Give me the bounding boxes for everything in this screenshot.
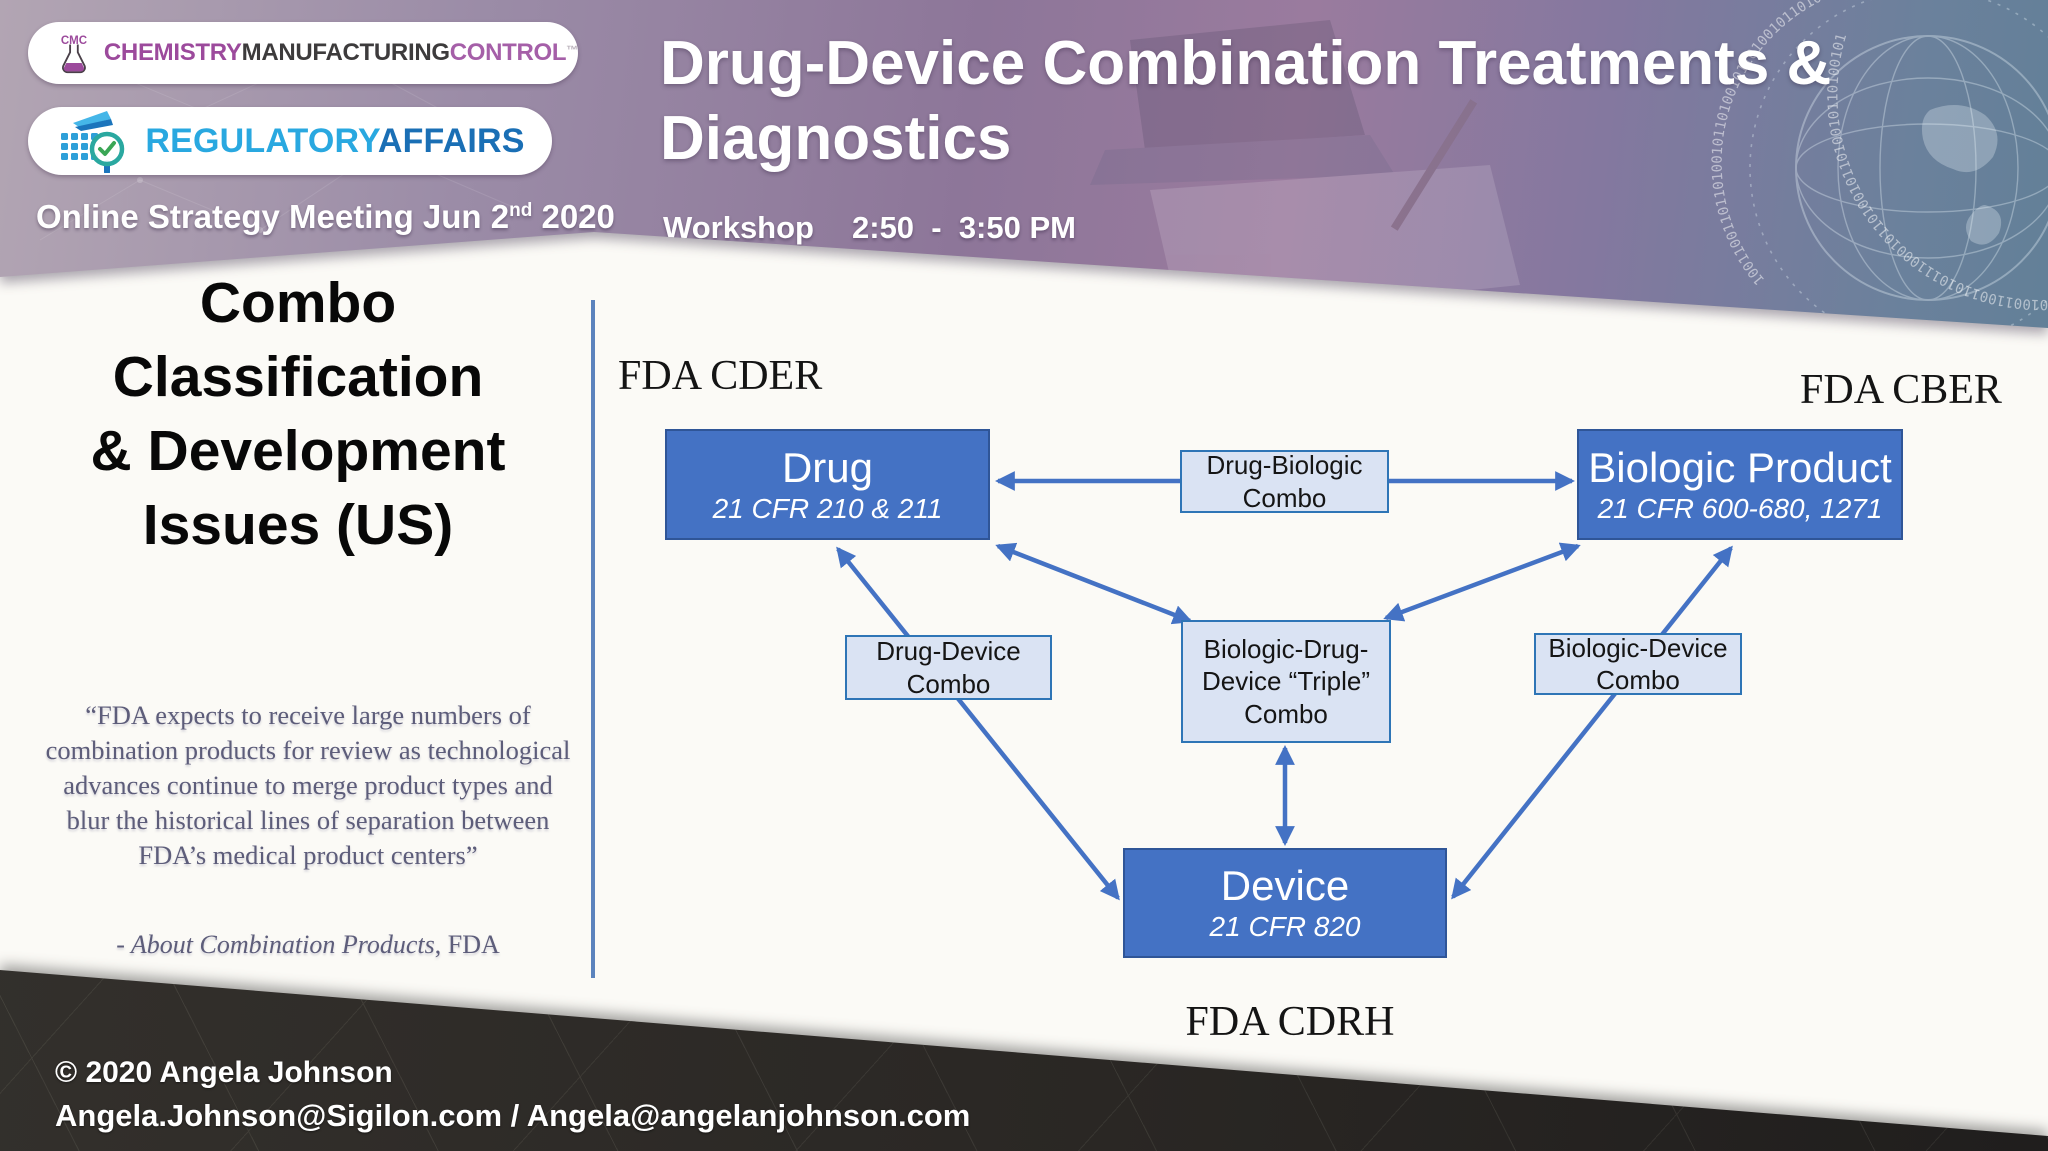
combo-biologic-device: Biologic-Device Combo <box>1534 633 1742 695</box>
attribution-source: - About Combination Products <box>116 930 435 959</box>
label-fda-cber: FDA CBER <box>1800 367 2002 413</box>
attribution-org: , FDA <box>434 930 500 959</box>
node-drug-title: Drug <box>781 443 874 491</box>
footer-contact: Angela.Johnson@Sigilon.com / Angela@ange… <box>55 1098 971 1133</box>
combo-drug-biologic: Drug-Biologic Combo <box>1180 450 1389 513</box>
footer-copyright: © 2020 Angela Johnson <box>55 1056 393 1089</box>
node-drug: Drug 21 CFR 210 & 211 <box>665 429 990 540</box>
node-device-title: Device <box>1220 862 1350 910</box>
combo-triple: Biologic-Drug- Device “Triple” Combo <box>1181 620 1391 743</box>
arrow-biologic-device <box>1451 545 1733 900</box>
label-fda-cdrh: FDA CDRH <box>1185 999 1395 1045</box>
node-biologic-cfr: 21 CFR 600-680, 1271 <box>1597 492 1883 524</box>
label-fda-cder: FDA CDER <box>618 353 823 399</box>
page-title-left: Combo Classification & Development Issue… <box>90 271 506 558</box>
arrow-drug-triple <box>995 542 1193 625</box>
arrow-drug-device <box>836 546 1120 901</box>
node-device-cfr: 21 CFR 820 <box>1209 911 1361 943</box>
node-device: Device 21 CFR 820 <box>1123 848 1447 958</box>
node-biologic-product: Biologic Product 21 CFR 600-680, 1271 <box>1577 429 1903 540</box>
node-biologic-title: Biologic Product <box>1588 443 1892 491</box>
quote-attribution: - About Combination Products, FDA <box>44 930 572 960</box>
fda-quote: “FDA expects to receive large numbers of… <box>45 700 571 870</box>
arrow-biologic-triple <box>1383 542 1581 622</box>
node-drug-cfr: 21 CFR 210 & 211 <box>712 492 943 524</box>
vertical-divider <box>591 300 595 978</box>
combo-drug-device: Drug-Device Combo <box>845 635 1052 700</box>
